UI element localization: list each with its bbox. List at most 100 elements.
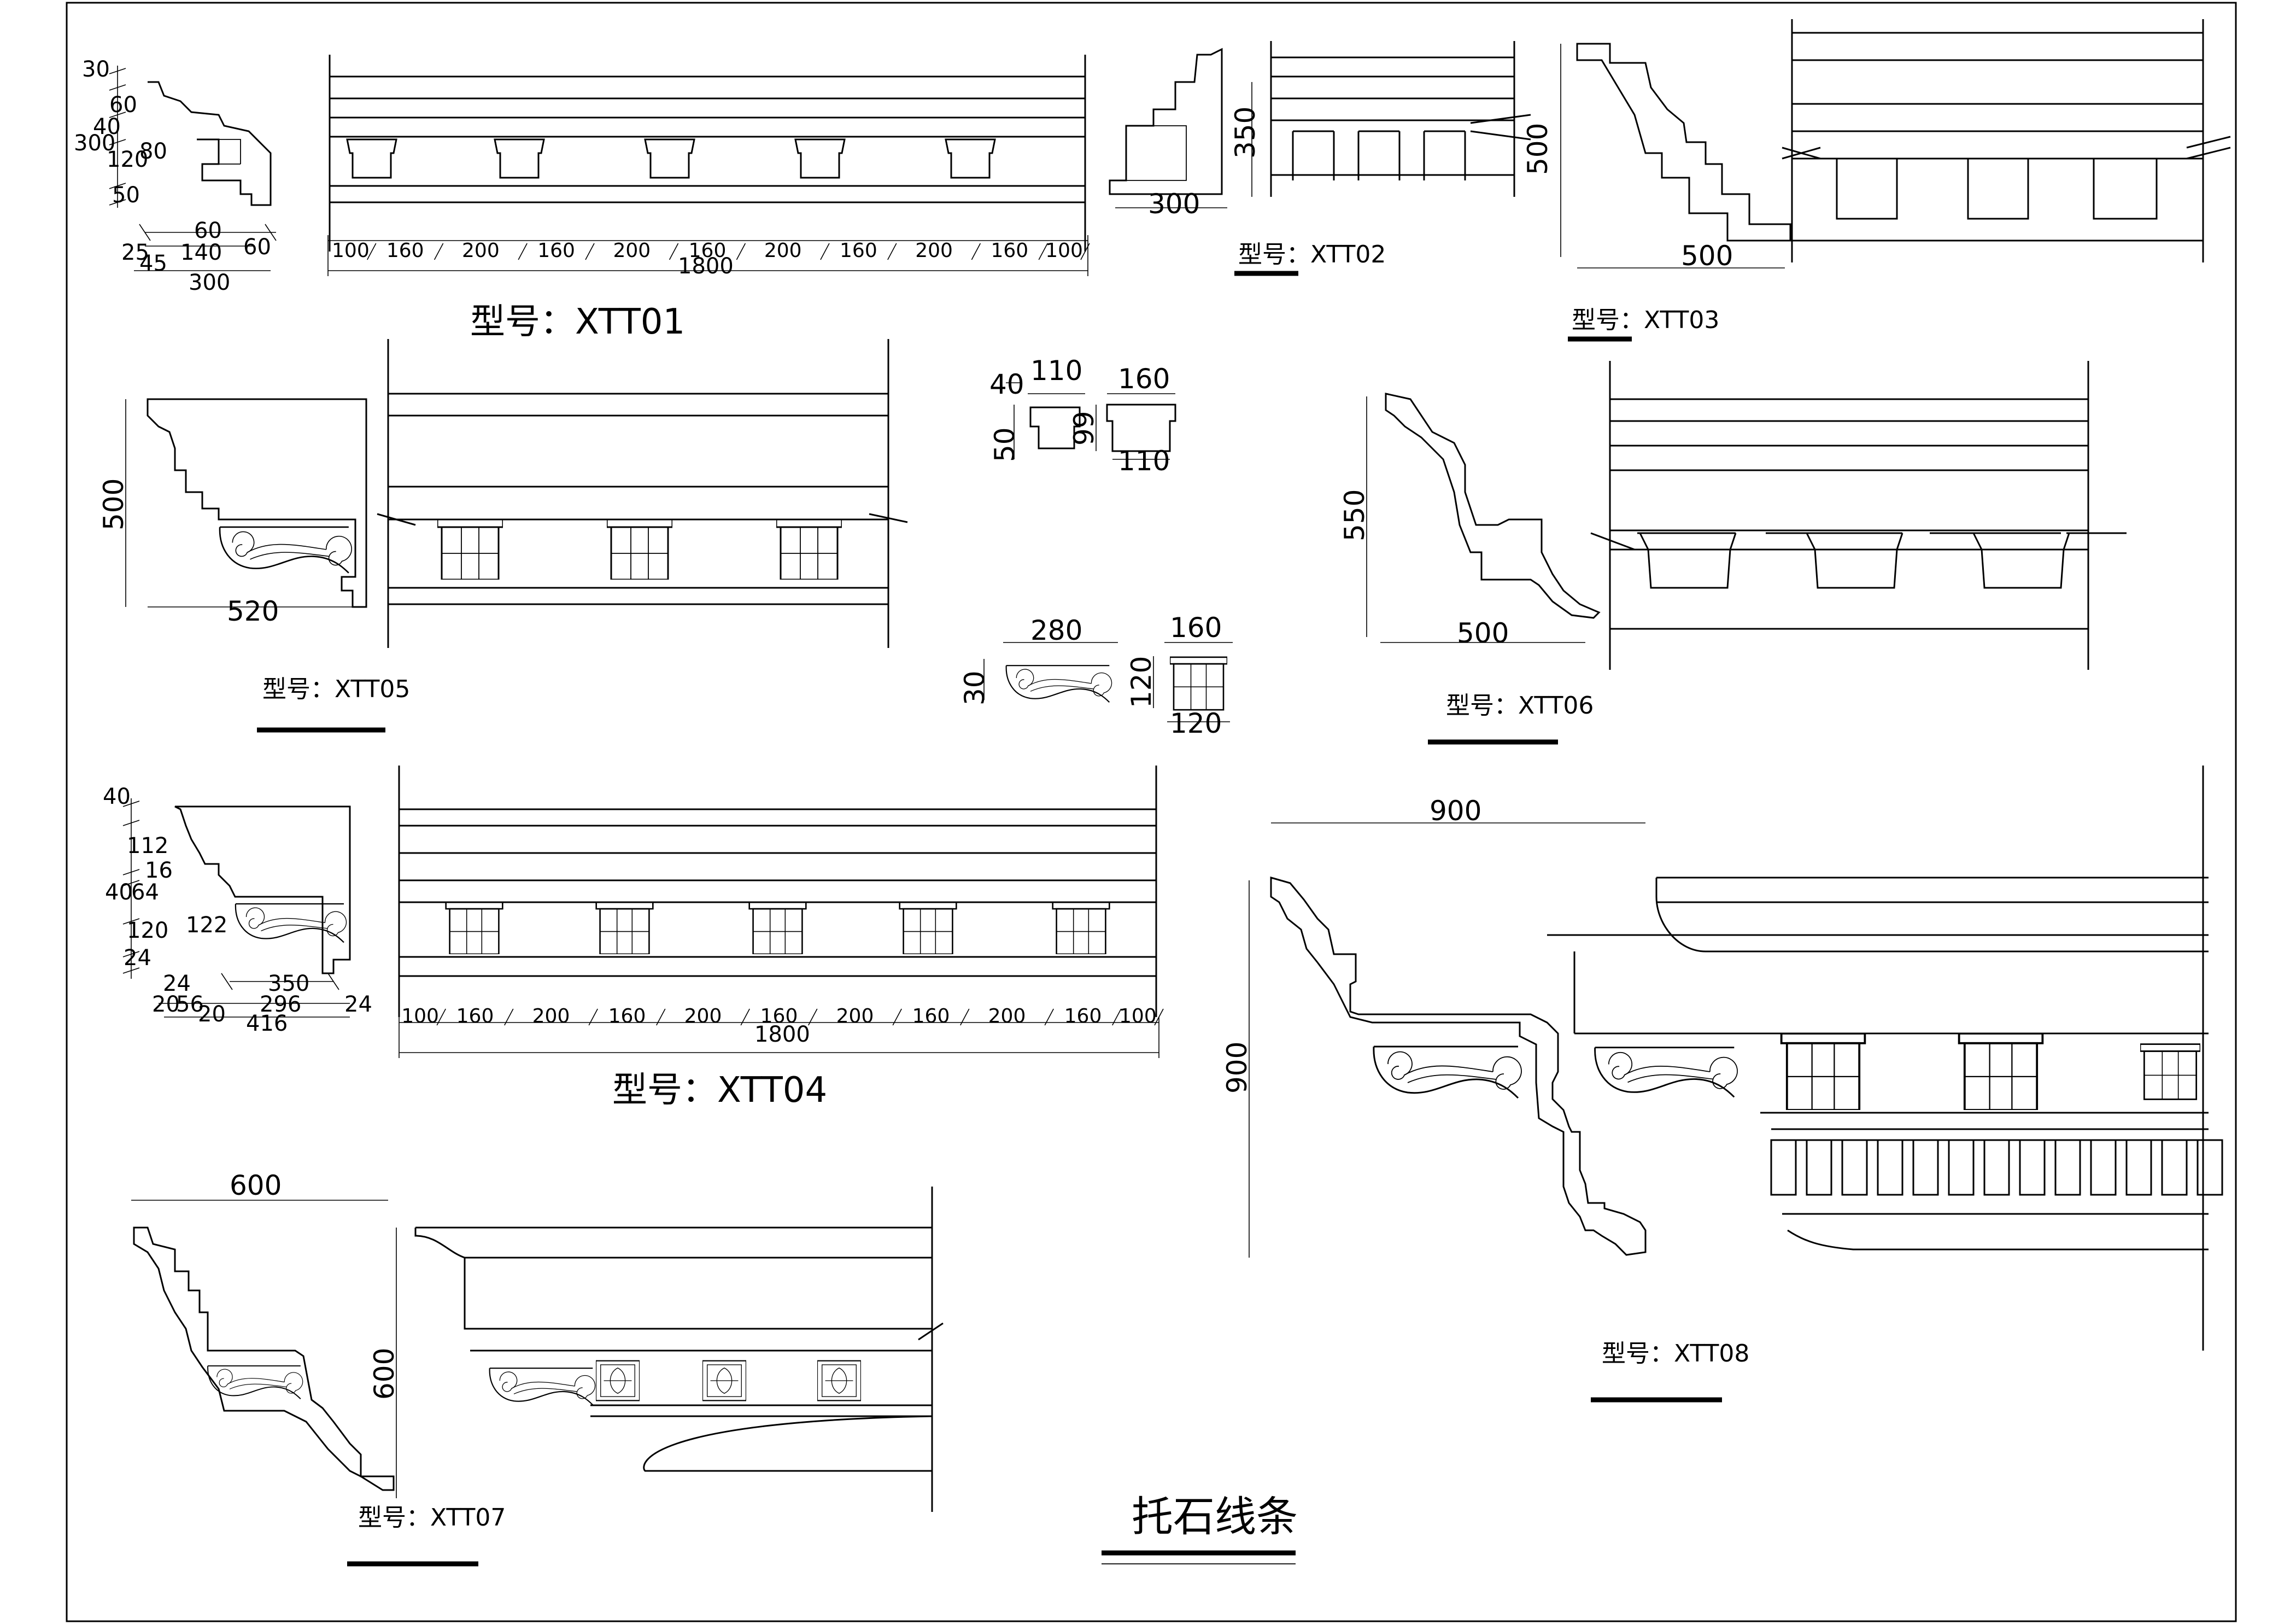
xtt07-drawing: 600 600 型号：XTT07 bbox=[131, 1170, 944, 1567]
xtt02-model-code: XTT02 bbox=[1310, 241, 1386, 268]
xtt04-dim-24-right: 24 bbox=[344, 992, 372, 1017]
corbel-c-dim-30: 30 bbox=[959, 670, 991, 705]
xtt08-dentil bbox=[2197, 1139, 2223, 1196]
corbel-d-dim-120-bottom: 120 bbox=[1170, 708, 1222, 739]
xtt06-drawing: 550 500 型号：XTT06 bbox=[1339, 361, 2127, 745]
xtt08-dentil bbox=[1983, 1139, 2010, 1196]
xtt01-spacing-label: 100 bbox=[1045, 239, 1083, 262]
xtt04-spacing-tick bbox=[504, 1008, 514, 1026]
xtt04-dim-40-top: 40 bbox=[103, 784, 131, 809]
corbel-c-scroll-bracket bbox=[1005, 665, 1112, 703]
xtt04-dim-height: 40 bbox=[105, 880, 133, 905]
xtt05-drawing: 500 520 型号：XTT05 bbox=[98, 339, 908, 733]
xtt05-model-code: XTT05 bbox=[335, 675, 410, 703]
xtt01-dim-25: 25 bbox=[121, 240, 149, 265]
xtt05-model-prefix: 型号： bbox=[262, 675, 335, 703]
xtt04-dim-296: 296 bbox=[260, 992, 301, 1017]
xtt04-dim-20: 20 bbox=[152, 992, 180, 1017]
xtt08-model-label: 型号：XTT08 bbox=[1602, 1340, 1749, 1368]
xtt06-section-profile bbox=[1385, 393, 1601, 619]
xtt01-spacing-label: 200 bbox=[462, 239, 500, 262]
xtt06-model-code: XTT06 bbox=[1518, 692, 1594, 720]
xtt05-block bbox=[607, 519, 672, 580]
xtt04-spacing-tick bbox=[656, 1008, 666, 1026]
xtt03-model-prefix: 型号： bbox=[1572, 306, 1644, 334]
xtt08-dentil bbox=[2125, 1139, 2152, 1196]
xtt08-dentil bbox=[1770, 1139, 1797, 1196]
xtt07-elevation bbox=[414, 1187, 944, 1512]
xtt01-spacing-tick bbox=[585, 243, 595, 260]
corbel-b-dim-160: 160 bbox=[1118, 363, 1170, 395]
xtt01-spacing-label: 160 bbox=[840, 239, 877, 262]
xtt02-elevation bbox=[1270, 41, 1531, 197]
xtt04-spacing-label: 160 bbox=[608, 1005, 646, 1027]
xtt03-section-profile bbox=[1576, 43, 1791, 242]
xtt08-drawing: 900 900 型号：XTT08 bbox=[1221, 766, 2223, 1403]
xtt04-elevation bbox=[398, 766, 1159, 1058]
xtt01-spacing-label: 160 bbox=[689, 239, 727, 262]
xtt04-spacing-label: 160 bbox=[912, 1005, 950, 1027]
xtt01-spacing-label: 200 bbox=[915, 239, 953, 262]
drawing-frame bbox=[66, 2, 2237, 1622]
xtt01-spacing-tick bbox=[887, 243, 897, 260]
xtt05-section-bracket bbox=[219, 526, 353, 574]
corbel-detail-b: 160 99 110 bbox=[1068, 363, 1176, 477]
xtt08-dentil bbox=[1841, 1139, 1868, 1196]
xtt04-spacing-tick bbox=[1044, 1008, 1054, 1026]
xtt01-dim-30: 30 bbox=[82, 57, 110, 82]
xtt04-spacing-tick bbox=[808, 1008, 818, 1026]
xtt01-modillion bbox=[346, 138, 397, 179]
corbel-detail-d: 160 120 120 bbox=[1126, 612, 1233, 739]
xtt04-spacing-tick bbox=[436, 1008, 446, 1026]
xtt01-spacing-tick bbox=[1080, 243, 1090, 260]
corbel-d-block bbox=[1170, 656, 1227, 711]
xtt01-dim-300-height: 300 bbox=[74, 131, 115, 156]
xtt04-dim-total: 1800 bbox=[754, 1022, 810, 1047]
xtt02-section-profile bbox=[1109, 48, 1223, 195]
xtt01-spacing-tick bbox=[736, 243, 746, 260]
xtt01-spacing-tick bbox=[367, 243, 377, 260]
xtt07-elevation-bracket bbox=[489, 1367, 596, 1406]
xtt04-spacing-label: 160 bbox=[456, 1005, 494, 1027]
corbel-d-dim-120-height: 120 bbox=[1126, 656, 1157, 708]
xtt05-section-profile bbox=[147, 398, 367, 608]
xtt02-model-label: 型号：XTT02 bbox=[1238, 241, 1386, 268]
xtt01-elevation bbox=[327, 55, 1088, 276]
xtt01-spacing-tick bbox=[1038, 243, 1048, 260]
xtt04-spacing-tick bbox=[1154, 1008, 1164, 1026]
sheet-title: 托石线条 bbox=[1132, 1492, 1298, 1541]
xtt04-dim-112: 112 bbox=[127, 833, 168, 858]
xtt01-dim-60-right: 60 bbox=[243, 235, 271, 260]
xtt05-block bbox=[437, 519, 503, 580]
xtt07-ornament bbox=[702, 1360, 746, 1401]
xtt04-dim-350: 350 bbox=[268, 971, 309, 996]
xtt03-model-label: 型号：XTT03 bbox=[1572, 306, 1719, 334]
xtt01-spacing-tick bbox=[669, 243, 679, 260]
xtt08-dentil bbox=[2054, 1139, 2081, 1196]
xtt08-dentil bbox=[2019, 1139, 2046, 1196]
xtt08-elevation bbox=[1547, 766, 2223, 1351]
xtt04-model-label: 型号：XTT04 bbox=[612, 1070, 827, 1111]
xtt08-model-code: XTT08 bbox=[1674, 1340, 1749, 1368]
xtt06-dim-height: 550 bbox=[1339, 489, 1370, 541]
xtt01-spacing-label: 160 bbox=[991, 239, 1028, 262]
xtt02-dim-height: 350 bbox=[1229, 107, 1261, 159]
xtt08-block bbox=[1782, 1033, 1865, 1110]
xtt08-dentil bbox=[1948, 1139, 1975, 1196]
xtt03-dim-height: 500 bbox=[1522, 123, 1554, 175]
xtt04-spacing-label: 100 bbox=[401, 1005, 439, 1027]
xtt03-model-code: XTT03 bbox=[1644, 306, 1719, 334]
corbel-b-dim-110: 110 bbox=[1118, 445, 1170, 477]
xtt04-block bbox=[1052, 902, 1110, 954]
xtt04-spacing-label: 160 bbox=[760, 1005, 798, 1027]
xtt08-dentil bbox=[2161, 1139, 2188, 1196]
corbel-a-dim-110: 110 bbox=[1030, 355, 1082, 387]
xtt01-spacing-tick bbox=[971, 243, 981, 260]
xtt01-model-label: 型号：XTT01 bbox=[470, 302, 685, 342]
xtt08-section-profile bbox=[1270, 877, 1647, 1256]
xtt01-dim-80: 80 bbox=[139, 139, 167, 164]
xtt01-drawing: 30 60 40 120 80 50 300 60 60 25 140 45 3… bbox=[74, 55, 1090, 342]
xtt08-block bbox=[1959, 1033, 2043, 1110]
xtt08-dim-width: 900 bbox=[1430, 795, 1481, 827]
